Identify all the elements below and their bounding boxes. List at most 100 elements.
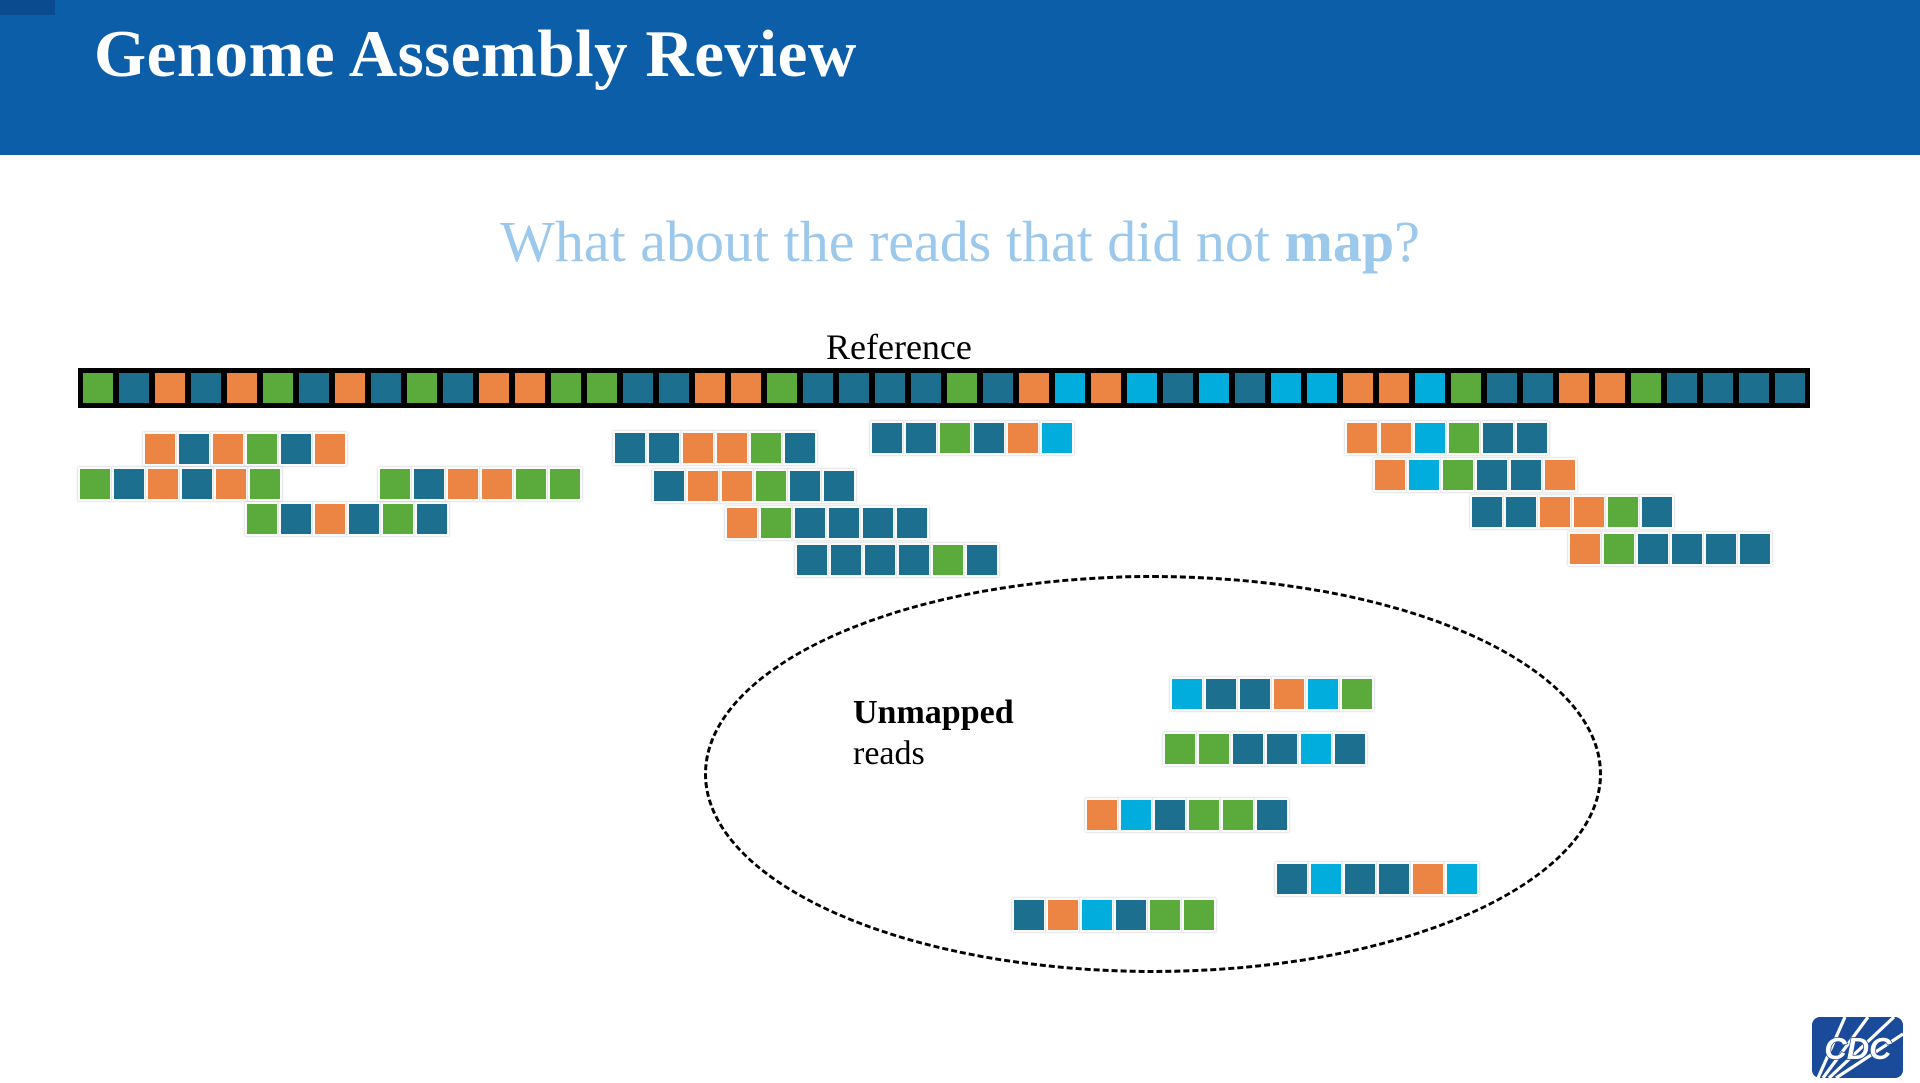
base-square [1606,495,1640,529]
mapped-read [245,502,449,536]
reference-base-square [512,370,548,406]
header-corner-notch [0,0,55,15]
unmapped-read [1085,798,1289,832]
base-square [1238,677,1272,711]
base-square [1221,798,1255,832]
mapped-read [725,506,929,540]
reference-base-square [1664,370,1700,406]
reference-base-square [260,370,296,406]
base-square [681,431,715,465]
base-square [1163,732,1197,766]
cdc-logo: CDC [1812,1017,1903,1078]
reference-base-square [944,370,980,406]
base-square [1046,898,1080,932]
reference-base-square [656,370,692,406]
base-square [548,467,582,501]
base-square [1515,421,1549,455]
base-square [686,469,720,503]
base-square [1275,862,1309,896]
base-square [1413,421,1447,455]
reference-base-square [152,370,188,406]
base-square [652,469,686,503]
base-square [1509,458,1543,492]
mapped-read [652,469,856,503]
subtitle: What about the reads that did not map? [0,208,1920,275]
base-square [381,502,415,536]
base-square [1602,532,1636,566]
base-square [1343,862,1377,896]
header-bar: Genome Assembly Review [0,0,1920,155]
base-square [829,543,863,577]
base-square [1704,532,1738,566]
base-square [180,467,214,501]
base-square [1265,732,1299,766]
base-square [1572,495,1606,529]
base-square [143,432,177,466]
mapped-read [378,467,582,501]
mapped-read [78,467,282,501]
base-square [1543,458,1577,492]
base-square [214,467,248,501]
subtitle-bold-word: map [1284,209,1395,274]
base-square [78,467,112,501]
base-square [1445,862,1479,896]
unmapped-label-bold: Unmapped [853,694,1014,731]
mapped-read [613,431,817,465]
reference-base-square [332,370,368,406]
cdc-logo-text: CDC [1824,1031,1892,1066]
reference-base-square [548,370,584,406]
base-square [1080,898,1114,932]
base-square [1636,532,1670,566]
base-square [446,467,480,501]
base-square [1309,862,1343,896]
base-square [1306,677,1340,711]
reference-base-square [188,370,224,406]
reference-base-square [404,370,440,406]
base-square [1040,421,1074,455]
reference-base-square [1124,370,1160,406]
base-square [647,431,681,465]
base-square [870,421,904,455]
base-square [1538,495,1572,529]
reference-base-square [224,370,260,406]
base-square [1231,732,1265,766]
base-square [1481,421,1515,455]
reference-base-square [1268,370,1304,406]
base-square [788,469,822,503]
base-square [415,502,449,536]
reference-base-square [1376,370,1412,406]
base-square [795,543,829,577]
reference-base-square [1520,370,1556,406]
mapped-read [1568,532,1772,566]
base-square [1670,532,1704,566]
reference-base-square [836,370,872,406]
base-square [313,502,347,536]
reference-base-square [1448,370,1484,406]
mapped-read [870,421,1074,455]
unmapped-reads-label: Unmapped reads [853,692,1014,774]
reference-base-square [1772,370,1808,406]
base-square [783,431,817,465]
base-square [1407,458,1441,492]
base-square [1345,421,1379,455]
reference-base-square [440,370,476,406]
reference-base-square [1160,370,1196,406]
base-square [1170,677,1204,711]
base-square [1114,898,1148,932]
base-square [715,431,749,465]
mapped-read [143,432,347,466]
base-square [1379,421,1413,455]
subtitle-prefix: What about the reads that did not [500,209,1285,274]
reference-base-square [296,370,332,406]
base-square [1411,862,1445,896]
base-square [1148,898,1182,932]
base-square [965,543,999,577]
base-square [279,502,313,536]
base-square [347,502,381,536]
reference-base-square [116,370,152,406]
base-square [1006,421,1040,455]
reference-base-square [1736,370,1772,406]
base-square [245,432,279,466]
base-square [1182,898,1216,932]
